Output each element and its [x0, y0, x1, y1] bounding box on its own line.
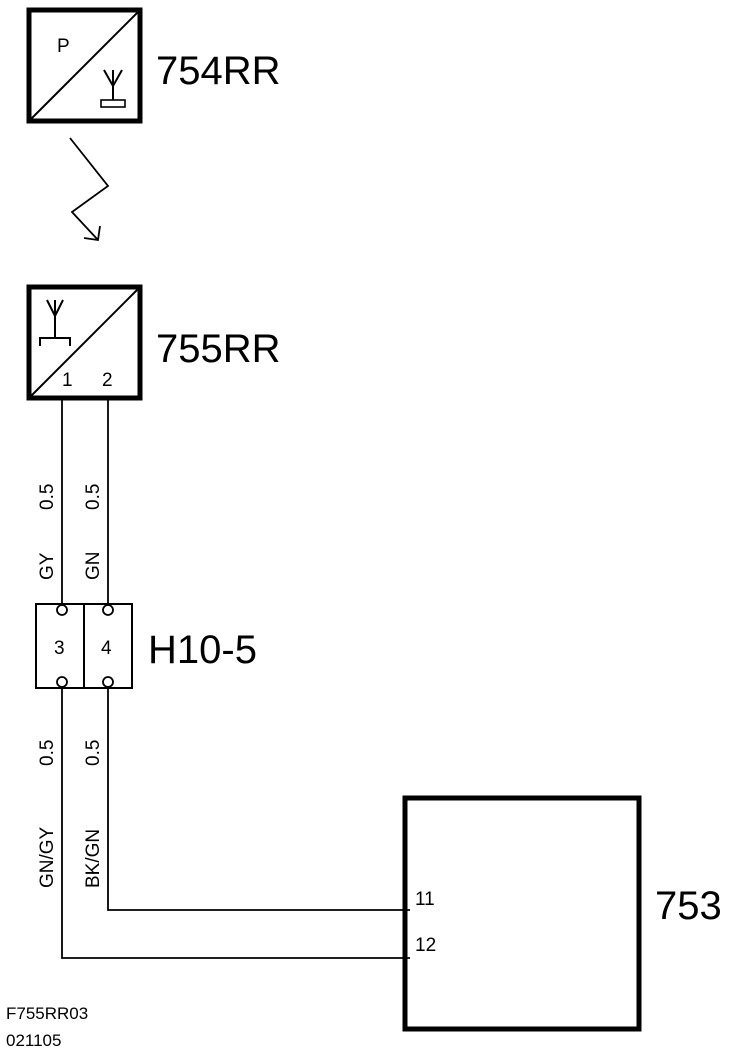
footer-code: F755RR03 [6, 1004, 89, 1023]
wire-lower-2-color: BK/GN [83, 829, 104, 888]
transmitter-label: 754RR [156, 49, 281, 93]
wire-upper-1-size: 0.5 [37, 484, 58, 510]
transmitter-symbol-letter: P [57, 36, 70, 57]
wire-upper-2-color: GN [83, 552, 104, 581]
control-unit-753: 11 12 753 [402, 795, 722, 1032]
wireless-signal-arrow-icon [69, 137, 110, 242]
wire-upper-1-color: GY [37, 552, 58, 580]
receiver-pin-1: 1 [62, 370, 73, 391]
receiver-box [26, 284, 143, 401]
transmitter-754rr: P 754RR [26, 7, 281, 124]
receiver-pin-2: 2 [102, 370, 113, 391]
transmitter-diagonal [28, 9, 141, 122]
receiver-755rr: 1 2 755RR [26, 284, 281, 401]
antenna-icon [100, 69, 126, 108]
wire-lower-1-size: 0.5 [37, 740, 58, 766]
wire-upper-2-size: 0.5 [83, 484, 104, 510]
connector-terminal [102, 604, 114, 616]
transmitter-box [26, 7, 143, 124]
wire-lower-gn-gy [61, 688, 410, 959]
connector-label: H10-5 [148, 628, 257, 672]
antenna-icon [39, 299, 71, 346]
control-unit-pin-12: 12 [415, 935, 436, 956]
control-unit-pin-11: 11 [415, 889, 435, 910]
connector-terminal [102, 676, 114, 688]
control-unit-label: 753 [655, 884, 722, 928]
connector-pin-4: 4 [101, 638, 112, 659]
receiver-diagonal [28, 286, 141, 399]
footer-date: 021105 [6, 1031, 62, 1050]
connector-h10-5: 3 4 H10-5 [35, 603, 257, 689]
control-unit-box [402, 795, 642, 1032]
connector-terminal [56, 676, 68, 688]
wire-lower-2-size: 0.5 [83, 740, 104, 766]
wire-lower-1-color: GN/GY [37, 826, 58, 888]
connector-pin-3: 3 [54, 638, 65, 659]
receiver-label: 755RR [156, 327, 281, 371]
connector-terminal [56, 604, 68, 616]
wire-lower-bk-gn [107, 688, 410, 911]
